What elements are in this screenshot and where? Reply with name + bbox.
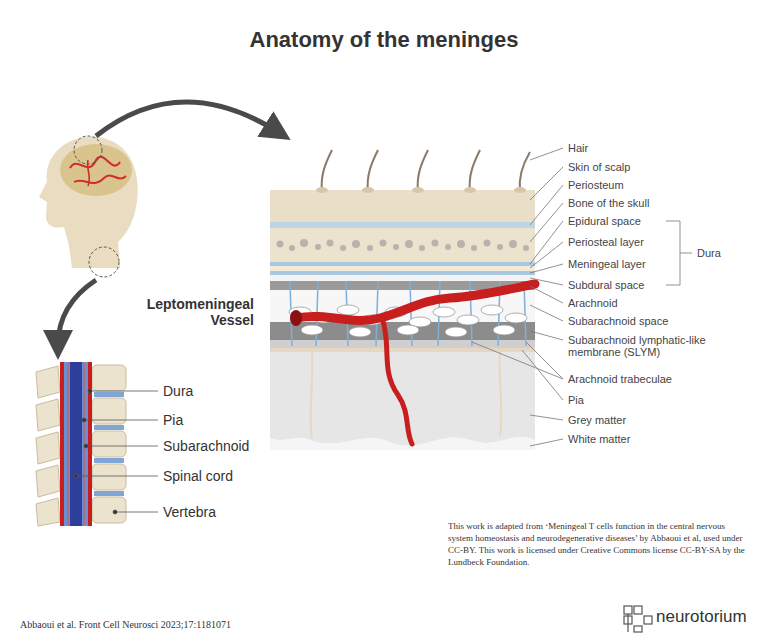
label: Periosteal layer [568, 235, 758, 249]
label: Periosteum [568, 178, 758, 192]
vessel-label: Leptomeningeal Vessel [126, 296, 254, 328]
label: Subarachnoid space [568, 314, 758, 328]
title: Anatomy of the meninges [0, 27, 768, 53]
label: Bone of the skull [568, 196, 758, 210]
zoom-arrow [58, 280, 96, 345]
label: Subdural space [568, 278, 758, 292]
citation: Abbaoui et al. Front Cell Neurosci 2023;… [20, 618, 340, 631]
spine-figure [36, 362, 126, 526]
label: White matter [568, 432, 758, 446]
label: Subarachnoid lymphatic-like membrane (SL… [568, 334, 733, 358]
label: Skin of scalp [568, 160, 758, 174]
label: Hair [568, 141, 758, 155]
label: Arachnoid [568, 296, 758, 310]
logo-icon [624, 606, 652, 632]
bracket-label: Dura [697, 246, 757, 260]
label: Pia [568, 393, 758, 407]
spine-leader-lines [74, 389, 158, 514]
label: Meningeal layer [568, 257, 758, 271]
head-figure [39, 136, 138, 277]
spine-label: Dura [163, 382, 283, 400]
label: Arachnoid trabeculae [568, 372, 758, 386]
label: Grey matter [568, 413, 758, 427]
spine-label: Subarachnoid [163, 437, 283, 455]
meninges-cross-section [270, 150, 535, 450]
spine-label: Spinal cord [163, 467, 283, 485]
spine-label: Vertebra [163, 503, 283, 521]
attribution-note: This work is adapted from ‘Meningeal T c… [448, 520, 752, 568]
zoom-arrow [96, 102, 278, 136]
label: Epidural space [568, 214, 758, 228]
logo-text: neurotorium [656, 606, 761, 627]
spine-label: Pia [163, 411, 283, 429]
